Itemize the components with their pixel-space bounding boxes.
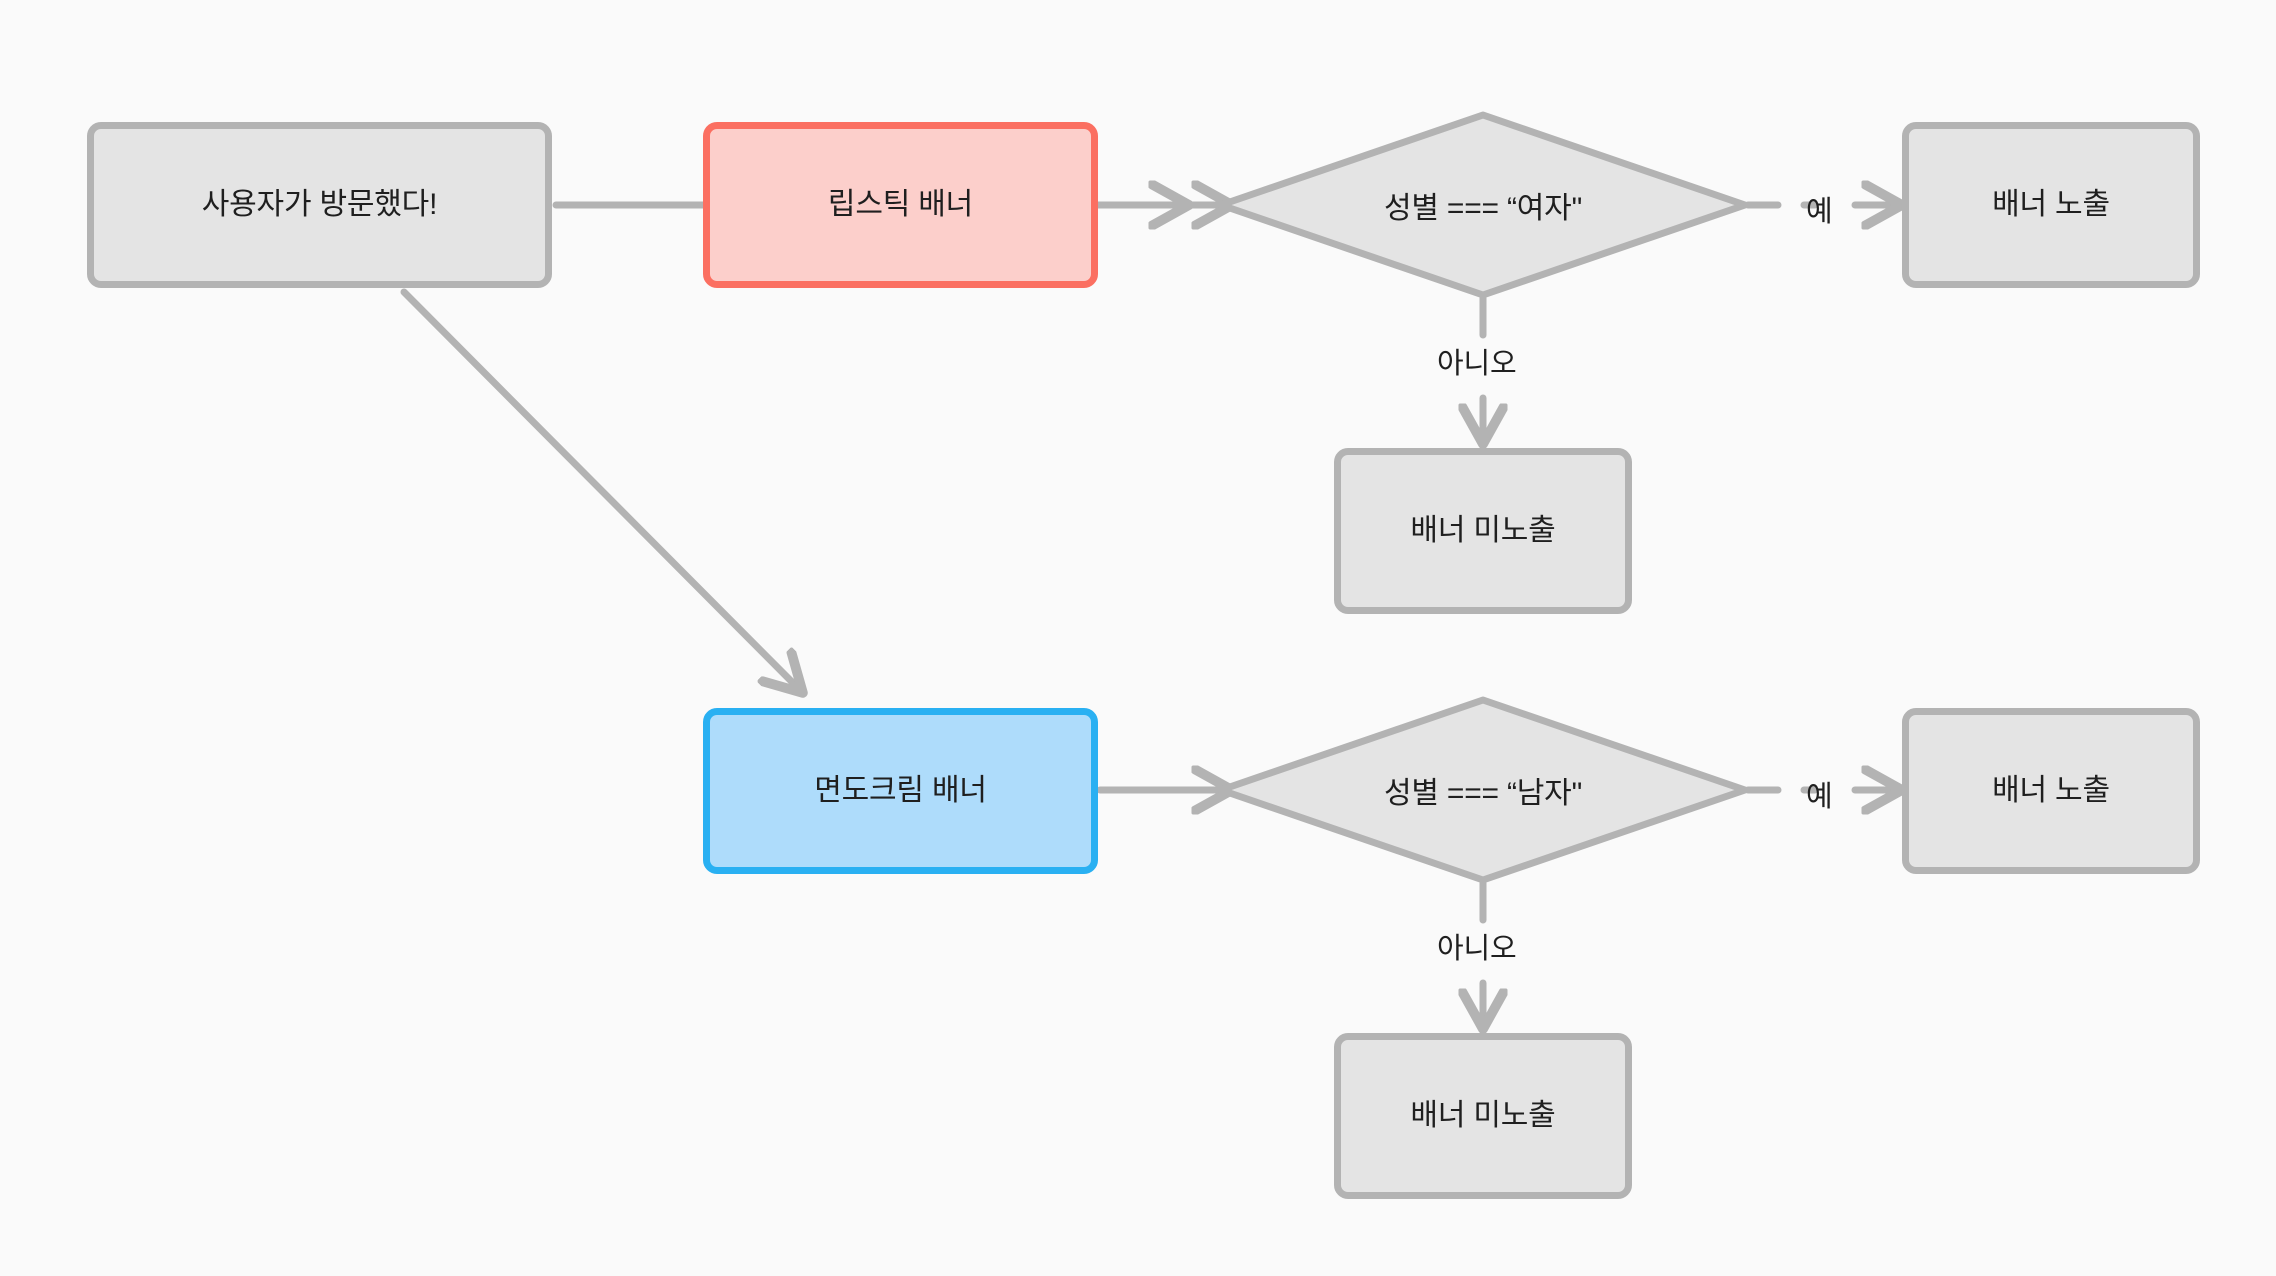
edge-label-male-no: 아니오 [1437, 925, 1517, 967]
node-show-banner-male[interactable]: 배너 노출 [1902, 708, 2200, 874]
node-hide-banner-female[interactable]: 배너 미노출 [1334, 448, 1632, 614]
decision-female-shape[interactable] [1217, 111, 1749, 299]
node-hide-banner-female-label: 배너 미노출 [1410, 514, 1556, 547]
node-show-banner-male-label: 배너 노출 [1992, 774, 2110, 807]
decision-male-shape[interactable] [1217, 696, 1749, 884]
edge-label-female-no: 아니오 [1437, 340, 1517, 382]
edge-label-female-yes: 예 [1806, 188, 1833, 230]
node-show-banner-female[interactable]: 배너 노출 [1902, 122, 2200, 288]
node-start[interactable]: 사용자가 방문했다! [87, 122, 552, 288]
node-start-label: 사용자가 방문했다! [201, 188, 438, 221]
node-lipstick-banner-label: 립스틱 배너 [827, 188, 974, 221]
node-show-banner-female-label: 배너 노출 [1992, 188, 2110, 221]
node-lipstick-banner[interactable]: 립스틱 배너 [703, 122, 1098, 288]
edge-label-female-yes-text: 예 [1806, 196, 1833, 228]
node-hide-banner-male-label: 배너 미노출 [1410, 1099, 1556, 1132]
node-shaving-banner[interactable]: 면도크림 배너 [703, 708, 1098, 874]
node-shaving-banner-label: 면도크림 배너 [814, 774, 987, 807]
node-hide-banner-male[interactable]: 배너 미노출 [1334, 1033, 1632, 1199]
edge-start-to-shaving [400, 288, 800, 690]
edge-label-male-no-text: 아니오 [1437, 933, 1517, 965]
edge-label-female-no-text: 아니오 [1437, 348, 1517, 380]
edge-label-male-yes: 예 [1806, 773, 1833, 815]
edge-label-male-yes-text: 예 [1806, 781, 1833, 813]
